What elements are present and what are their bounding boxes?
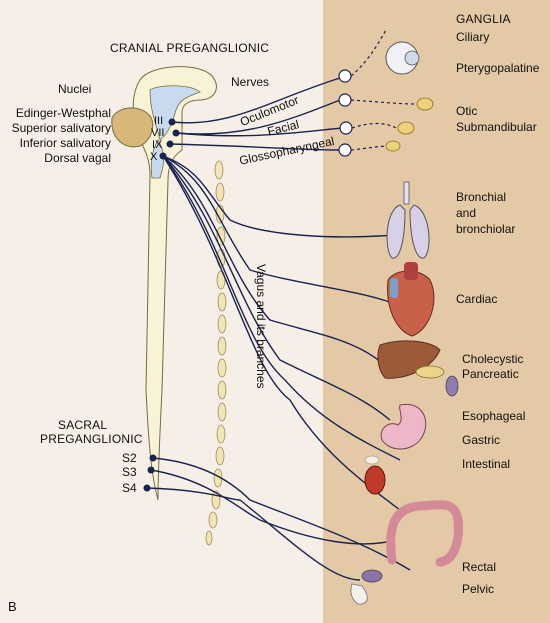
sacral-heading-line2: PREGANGLIONIC: [40, 432, 143, 446]
nucleus-label-edinger-westphal: Edinger-Westphal: [15, 106, 111, 120]
organ-label-and: and: [456, 206, 477, 220]
sacral-nuclei-dots: [143, 454, 157, 492]
organ-label-bronchiolar: bronchiolar: [456, 222, 516, 236]
intestine-icon: [386, 500, 463, 567]
organ-label-cholecystic: Cholecystic: [462, 352, 524, 366]
organ-label-pelvic: Pelvic: [462, 582, 495, 596]
liver-icon: [377, 340, 445, 379]
stomach-icon: [380, 403, 427, 450]
organ-label-cardiac: Cardiac: [456, 292, 498, 306]
nucleus-label-inferior-salivatory: Inferior salivatory: [19, 136, 111, 150]
cranial-nuclei-dots: [159, 118, 180, 160]
numeral-x: X: [150, 151, 158, 163]
peripheral-panel: [323, 0, 550, 623]
bladder-icon: [350, 569, 383, 605]
spleen-icon: [445, 375, 459, 397]
lungs-icon: [386, 181, 430, 259]
figure-letter: B: [8, 599, 17, 614]
nerves-heading: Nerves: [231, 75, 270, 89]
nucleus-label-dorsal-vagal: Dorsal vagal: [44, 151, 111, 165]
ganglion-label-pterygopalatine: Pterygopalatine: [456, 61, 540, 75]
ganglion-label-submandibular: Submandibular: [456, 120, 537, 134]
eye-icon: [385, 41, 420, 75]
nucleus-mass: [111, 107, 154, 148]
gland-icons: [385, 97, 434, 152]
nucleus-label-superior-salivatory: Superior salivatory: [11, 121, 111, 135]
sacral-label-s3: S3: [122, 465, 137, 479]
brain-outline: [132, 66, 217, 501]
ganglia-heading: GANGLIA: [456, 12, 511, 26]
sympathetic-chain: [205, 160, 227, 546]
organ-label-bronchial: Bronchial: [456, 190, 507, 204]
sacral-nerves: [146, 457, 411, 581]
numeral-ix: IX: [152, 139, 163, 151]
organ-label-pancreatic: Pancreatic: [462, 367, 519, 381]
kidney-icon: [364, 455, 386, 495]
organ-label-esophageal: Esophageal: [462, 409, 526, 423]
nerve-label-vagus: Vagus and its branches: [254, 264, 268, 389]
sacral-label-s2: S2: [122, 451, 137, 465]
ganglion-label-otic: Otic: [456, 104, 478, 118]
sacral-heading-line1: SACRAL: [58, 418, 108, 432]
organ-label-intestinal: Intestinal: [462, 457, 511, 471]
ganglia-symbols: [338, 69, 353, 157]
organ-label-rectal: Rectal: [462, 560, 497, 574]
sacral-label-s4: S4: [122, 481, 137, 495]
nuclei-heading: Nuclei: [58, 82, 92, 96]
cranial-heading: CRANIAL PREGANGLIONIC: [110, 41, 270, 55]
organ-label-gastric: Gastric: [462, 433, 501, 447]
ganglion-label-ciliary: Ciliary: [456, 30, 490, 44]
numeral-vii: VII: [151, 127, 165, 139]
heart-icon: [387, 262, 435, 337]
cranial-nerves: [162, 77, 401, 511]
numeral-iii: III: [154, 115, 164, 127]
